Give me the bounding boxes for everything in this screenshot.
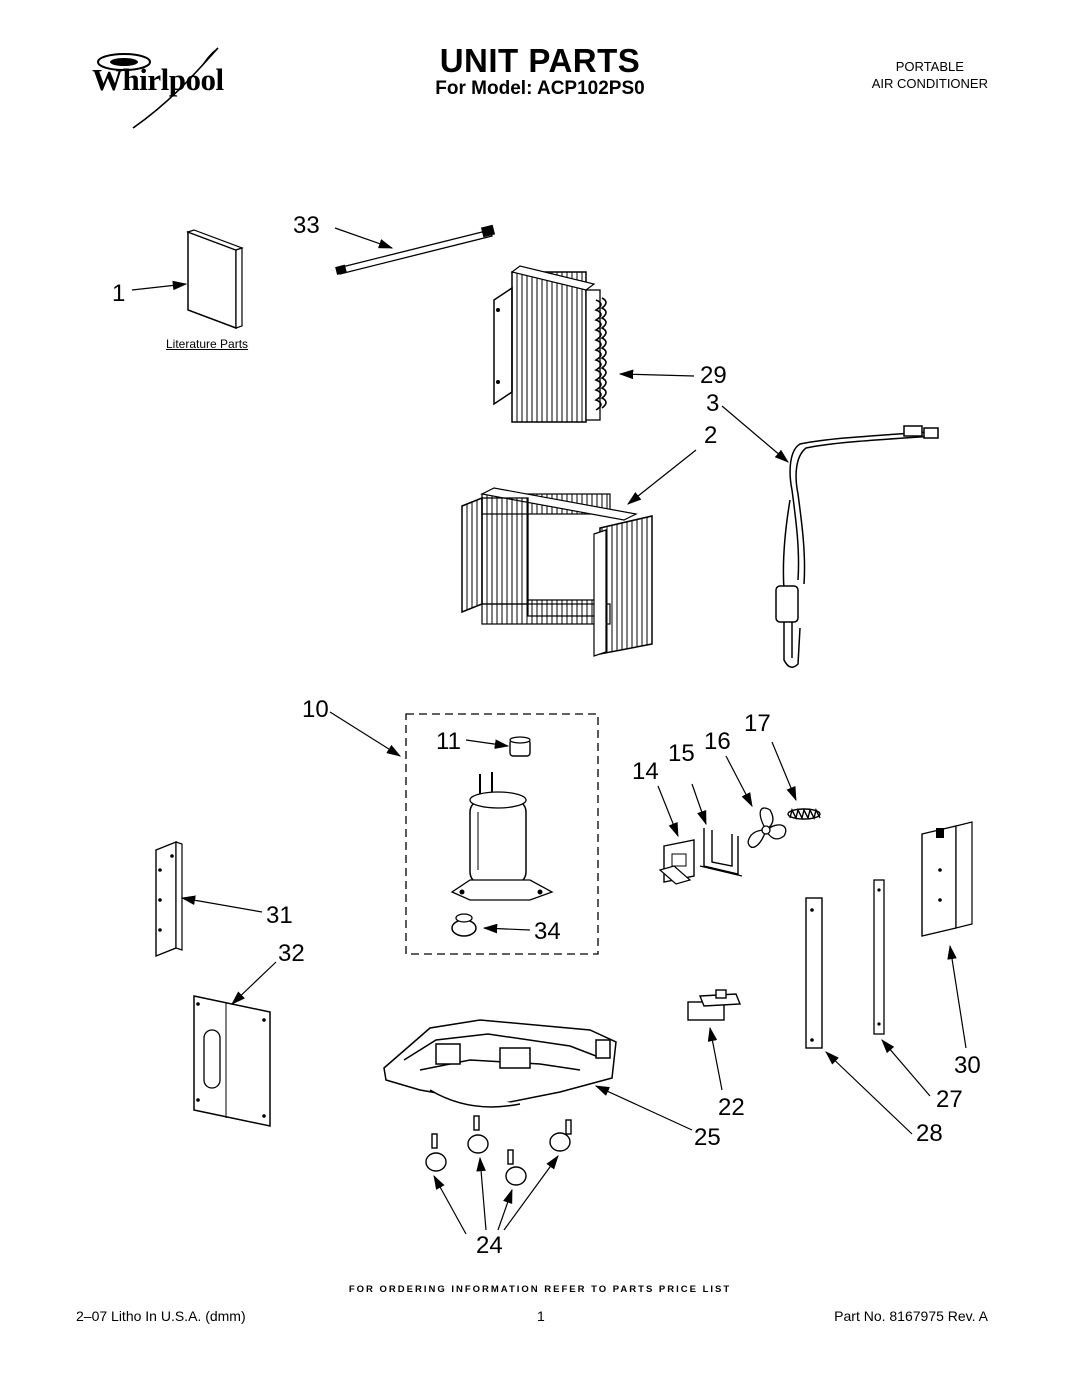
callout-11: 11: [436, 728, 461, 755]
model-subtitle: For Model: ACP102PS0: [435, 78, 645, 99]
page-title: UNIT PARTS: [439, 42, 641, 79]
caster-1: [425, 1133, 447, 1172]
strap: [335, 224, 496, 275]
callout-17: 17: [744, 710, 771, 737]
motor-mount-bracket: [699, 828, 743, 877]
callout-14: 14: [632, 758, 659, 785]
callout-29: 29: [700, 362, 727, 389]
callout-27: 27: [936, 1086, 963, 1113]
literature-booklet: [186, 229, 244, 330]
capillary-tube: [775, 425, 939, 668]
callout-2: 2: [704, 422, 718, 449]
casters: [425, 1115, 572, 1186]
callout-33: 33: [293, 212, 320, 239]
cover-panel: [193, 995, 271, 1127]
callout-22: 22: [718, 1094, 745, 1121]
category-line-2: AIR CONDITIONER: [871, 76, 988, 91]
category-line-1: PORTABLE: [895, 59, 964, 74]
whirlpool-swirl-icon: [97, 47, 219, 129]
callout-25: 25: [694, 1124, 721, 1151]
fan-bracket: [658, 839, 695, 885]
compressor-grommet: [451, 913, 477, 937]
litho-info: 2–07 Litho In U.S.A. (dmm): [76, 1308, 246, 1324]
brand-wordmark: Whirlpool: [92, 62, 224, 97]
callout-24: 24: [476, 1232, 503, 1259]
compressor-assembly-box: [405, 713, 599, 955]
rear-bracket: [921, 821, 973, 937]
callout-30: 30: [954, 1052, 981, 1079]
callout-16: 16: [704, 728, 731, 755]
caster-3: [505, 1149, 527, 1186]
ordering-note: FOR ORDERING INFORMATION REFER TO PARTS …: [348, 1284, 732, 1295]
page-number: 1: [537, 1308, 545, 1324]
part-number: Part No. 8167975 Rev. A: [834, 1308, 988, 1324]
evaporator-coil: [493, 265, 607, 423]
literature-parts-label: Literature Parts: [166, 337, 249, 351]
product-category: PORTABLE AIR CONDITIONER: [872, 58, 988, 92]
caster-4: [549, 1119, 572, 1152]
callout-34: 34: [534, 918, 561, 945]
callout-28: 28: [916, 1120, 943, 1147]
compressor: [450, 772, 554, 901]
callout-10: 10: [302, 696, 329, 723]
whirlpool-logo: [78, 40, 258, 135]
switch: [687, 989, 742, 1021]
callout-1: 1: [112, 280, 126, 307]
base-pan: [383, 1019, 617, 1108]
overload-protector: [509, 736, 531, 757]
callout-32: 32: [278, 940, 305, 967]
front-rail: [805, 897, 823, 1049]
fan-blade: [747, 807, 787, 848]
callout-15: 15: [668, 740, 695, 767]
side-rail: [873, 879, 885, 1035]
callout-3: 3: [706, 390, 720, 417]
caster-2: [467, 1115, 489, 1154]
callout-31: 31: [266, 902, 293, 929]
side-bracket-left: [155, 840, 183, 958]
condenser-coil: [461, 487, 653, 657]
spring: [787, 807, 821, 821]
